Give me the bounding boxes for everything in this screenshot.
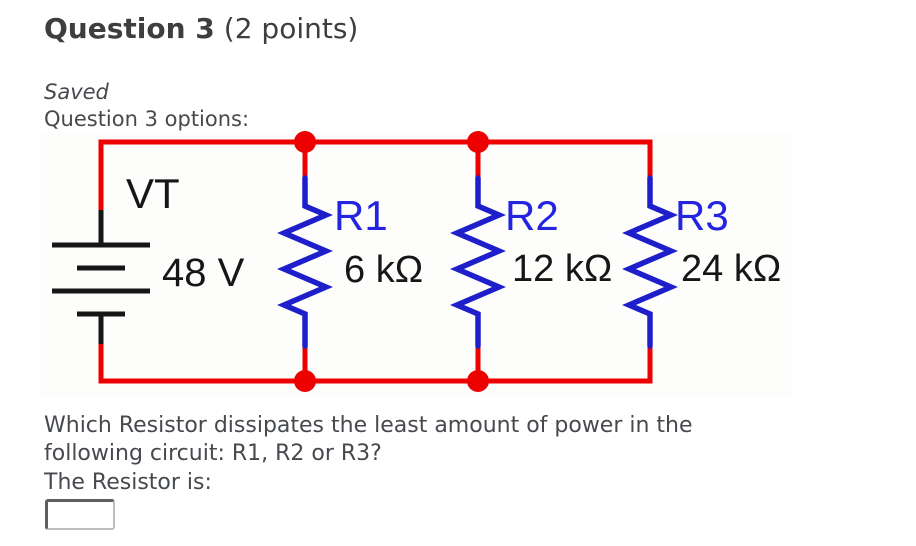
battery-symbol bbox=[52, 209, 150, 344]
resistor-r1-symbol bbox=[277, 174, 333, 349]
question-heading: Question 3(2 points) bbox=[0, 12, 916, 46]
vt-label: VT bbox=[126, 170, 180, 217]
quiz-question-page: Question 3(2 points) Saved Question 3 op… bbox=[0, 12, 916, 531]
r1-value: 6 kΩ bbox=[344, 249, 423, 291]
question-text: Which Resistor dissipates the least amou… bbox=[0, 412, 916, 498]
resistor-r2-symbol bbox=[450, 174, 506, 349]
r3-label: R3 bbox=[675, 192, 729, 239]
question-meta: Saved Question 3 options: bbox=[0, 79, 916, 134]
resistor-r3-symbol bbox=[622, 174, 678, 349]
question-points: (2 points) bbox=[223, 12, 359, 45]
answer-input[interactable] bbox=[45, 499, 115, 531]
junction-dot bbox=[294, 369, 316, 392]
junction-dot bbox=[294, 130, 316, 153]
r2-value: 12 kΩ bbox=[512, 248, 612, 290]
junction-dot bbox=[467, 369, 489, 392]
r1-label: R1 bbox=[334, 192, 388, 239]
circuit-wire-bottom bbox=[98, 342, 653, 384]
saved-status: Saved bbox=[44, 79, 109, 104]
circuit-image-background bbox=[40, 131, 792, 398]
r3-value: 24 kΩ bbox=[681, 248, 781, 290]
question-line-2: following circuit: R1, R2 or R3? bbox=[44, 441, 382, 467]
circuit-diagram: VT 48 V R1 6 kΩ R2 12 kΩ R3 24 kΩ bbox=[40, 130, 792, 398]
r2-label: R2 bbox=[505, 192, 559, 239]
circuit-wire-top bbox=[98, 139, 653, 213]
answer-prompt: The Resistor is: bbox=[44, 469, 212, 495]
junction-dot bbox=[467, 130, 489, 153]
question-line-1: Which Resistor dissipates the least amou… bbox=[44, 412, 693, 438]
question-title: Question 3 bbox=[44, 12, 215, 45]
vt-value: 48 V bbox=[162, 251, 245, 295]
options-label: Question 3 options: bbox=[44, 107, 250, 132]
